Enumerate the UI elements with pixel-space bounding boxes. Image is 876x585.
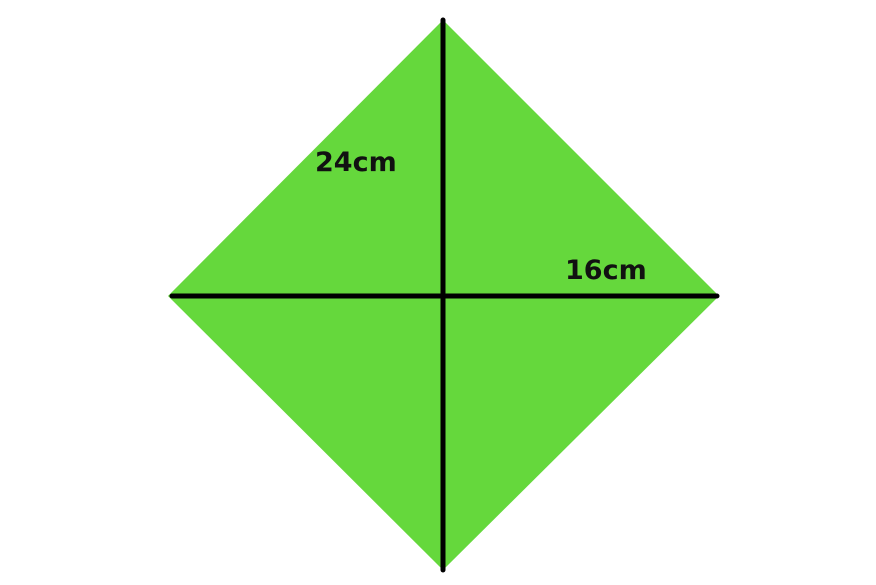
horizontal-diagonal-label: 16cm [565,255,647,286]
vertical-diagonal-label: 24cm [315,147,397,178]
